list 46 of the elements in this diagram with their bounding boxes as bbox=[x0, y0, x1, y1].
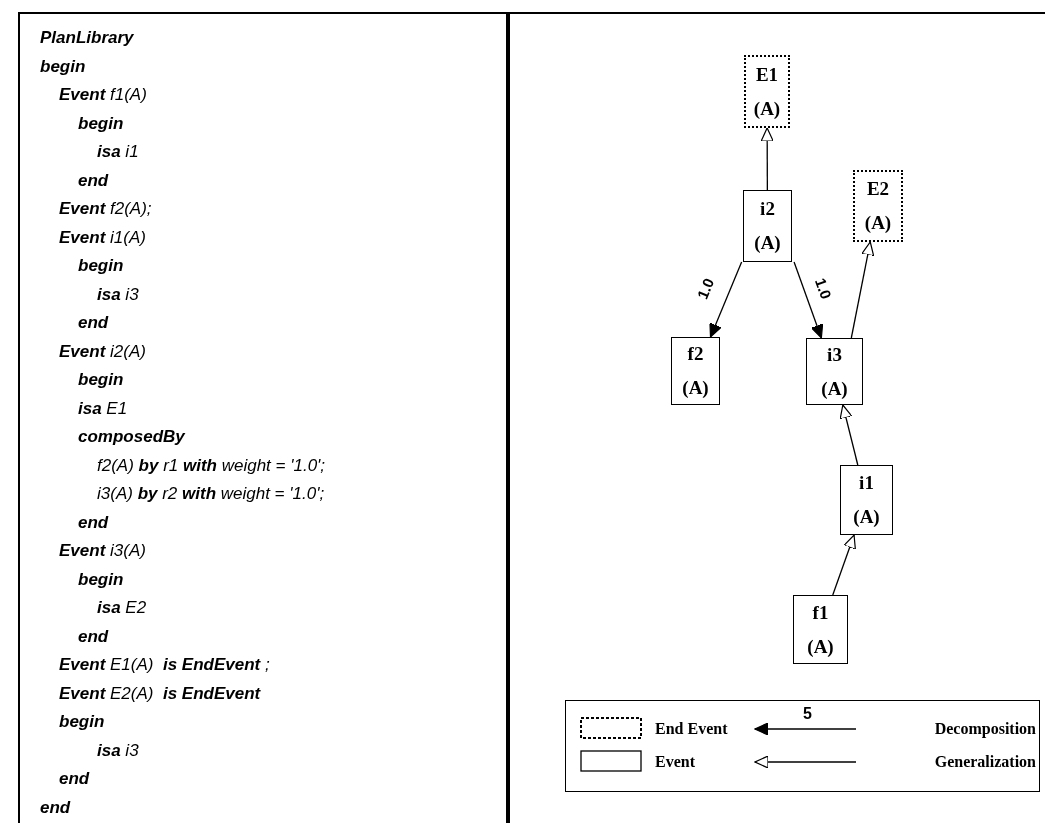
code-line: PlanLibrary bbox=[40, 28, 134, 48]
code-line: end bbox=[59, 769, 90, 789]
code-line: begin bbox=[78, 569, 124, 590]
end-event-box: E1 (A) bbox=[744, 55, 790, 128]
event-box: f2 (A) bbox=[671, 337, 720, 405]
code-line: Event E1(A) is EndEvent ; bbox=[59, 655, 270, 675]
end-event-box: E2 (A) bbox=[853, 170, 903, 242]
code-line: begin bbox=[59, 712, 105, 732]
code-line: i3(A) by r2 with weight = '1.0'; bbox=[97, 484, 325, 504]
code-line: Event i1(A) bbox=[59, 227, 146, 248]
code-line: isa i3 bbox=[97, 284, 139, 305]
code-line: isa i3 bbox=[97, 740, 139, 761]
decomposition-arrow bbox=[709, 261, 743, 338]
generalization-arrow bbox=[850, 241, 875, 339]
legend-label: Generalization bbox=[934, 753, 1036, 771]
code-line: Event i3(A) bbox=[59, 541, 146, 561]
code-line: end bbox=[78, 512, 109, 533]
legend-label: Decomposition bbox=[934, 720, 1036, 738]
code-line: Event f2(A); bbox=[59, 199, 152, 219]
generalization-arrow bbox=[760, 127, 774, 191]
generalization-arrow bbox=[839, 404, 859, 466]
code-line: end bbox=[40, 797, 71, 818]
code-line: end bbox=[78, 170, 109, 191]
code-line: Event E2(A) is EndEvent bbox=[59, 683, 261, 704]
code-line: end bbox=[78, 626, 109, 647]
code-line: isa i1 bbox=[97, 142, 139, 162]
code-line: begin bbox=[78, 113, 124, 134]
legend-label: End Event bbox=[655, 720, 728, 738]
code-line: begin bbox=[78, 256, 124, 276]
code-line: isa E1 bbox=[78, 398, 128, 419]
event-box: i1 (A) bbox=[840, 465, 893, 535]
legend-label: Event bbox=[655, 753, 695, 771]
event-box: i3 (A) bbox=[806, 338, 863, 405]
event-box: f1 (A) bbox=[793, 595, 848, 664]
code-line: begin bbox=[78, 370, 124, 390]
code-line: composedBy bbox=[78, 427, 185, 447]
code-line: f2(A) by r1 with weight = '1.0'; bbox=[97, 455, 326, 476]
code-line: begin bbox=[40, 56, 86, 77]
generalization-arrow bbox=[832, 534, 856, 596]
legend-edge-label: 5 bbox=[803, 704, 812, 724]
event-box: i2 (A) bbox=[743, 190, 792, 262]
code-line: Event f1(A) bbox=[59, 85, 147, 105]
decomposition-arrow bbox=[793, 261, 824, 339]
code-line: end bbox=[78, 313, 109, 333]
code-line: Event i2(A) bbox=[59, 341, 146, 362]
code-line: isa E2 bbox=[97, 598, 147, 618]
